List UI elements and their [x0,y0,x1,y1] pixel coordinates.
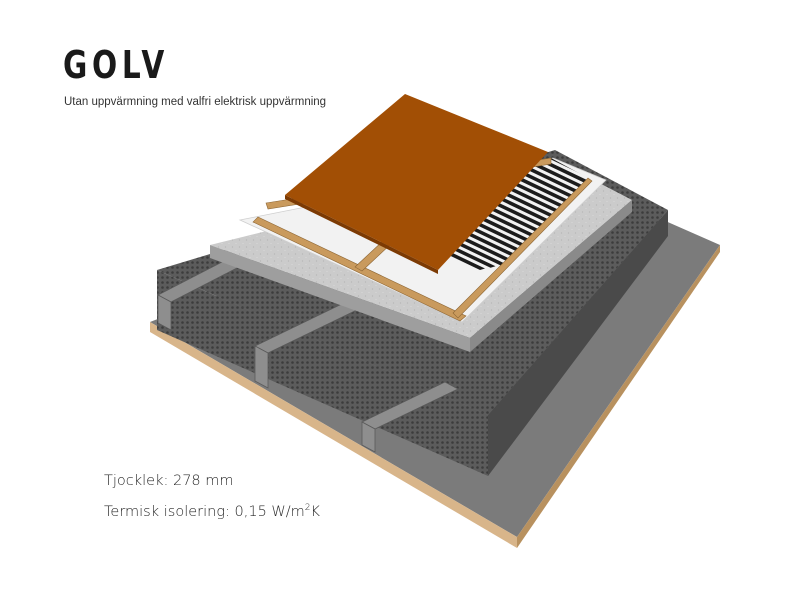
concrete-slab-edge-left [210,245,470,352]
spec-insulation-prefix: Termisk isolering: 0,15 W/m [104,503,305,520]
floor-finish-edge [285,195,438,274]
heating-strip [597,86,800,197]
base-board-edge-right [517,245,720,548]
heating-strip [439,158,588,231]
spec-insulation-suffix: K [310,503,321,520]
base-board-edge-left [150,322,517,548]
page-title: GOLV [63,43,169,87]
insulation-front-right [488,210,668,476]
heating-strip [428,158,588,233]
heating-strip [586,158,588,200]
heating-strip [449,158,588,229]
insulation-front-left [157,270,488,476]
floor-finish-top [285,94,548,270]
concrete-slab-edge-right [470,200,632,352]
heating-strip [418,158,588,235]
spec-insulation-exponent: 2 [304,503,311,513]
page-subtitle: Utan uppvärmning med valfri elektrisk up… [64,96,327,108]
spec-insulation: Termisk isolering: 0,15 W/m2K [104,503,320,520]
spec-thickness: Tjocklek: 278 mm [104,473,234,489]
